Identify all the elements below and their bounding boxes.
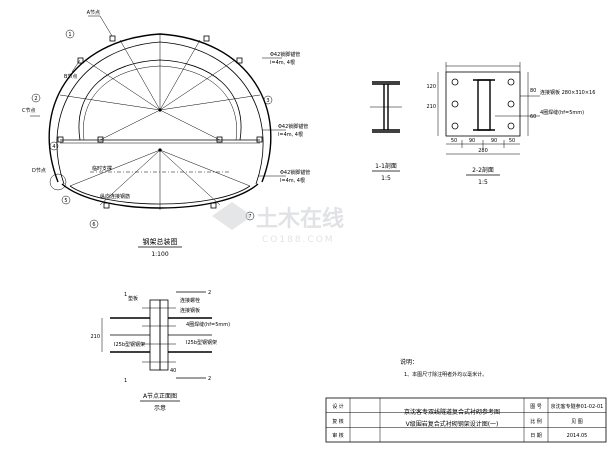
tb-drawing-no-label: 图 号 [530, 404, 542, 410]
dim-total: 280 [478, 148, 488, 154]
a-node-detail: 2 2 1 1 210 垫板 连接螺栓 连接钢板 I25b型钢钢架 4圈焊缝(h… [90, 290, 230, 412]
arch-center-point [158, 108, 162, 112]
rebar-note-3b: l=4m, 4根 [280, 177, 305, 184]
node-markers [57, 35, 263, 209]
beam-section [477, 79, 491, 131]
part-number-3: 3 [266, 98, 269, 104]
detail-label-weld: 4圈焊缝(hf=5mm) [186, 321, 230, 328]
notes-line-1: 1、本图尺寸除注明者外均以毫米计。 [404, 371, 487, 378]
detail-dim-210: 210 [90, 334, 100, 340]
dim-h3: 80 [530, 88, 536, 94]
detail-label-pad: 垫板 [128, 295, 138, 302]
tb-date-label: 日 期 [530, 433, 542, 439]
part-number-4: 4 [52, 144, 55, 150]
tb-scale: 见 图 [571, 419, 583, 425]
notes-heading: 说明： [400, 358, 418, 366]
dim-w3: 90 [491, 138, 497, 144]
part-number-2: 2 [34, 96, 37, 102]
dim-h2: 210 [426, 104, 436, 110]
node-label-c: C节点 [22, 108, 36, 114]
part-number-6: 6 [92, 222, 95, 228]
part-number-5: 5 [64, 198, 67, 204]
bolt-holes [451, 78, 515, 130]
rebar-note-3: Φ42锁脚锚管 [280, 169, 310, 176]
main-view-scale: 1:100 [151, 251, 168, 258]
bottom-rebar-note: 纵向连接钢筋 [100, 193, 130, 200]
weld-note: 4圈焊缝(hf=5mm) [540, 109, 584, 116]
detail-label-beam-right: I25b型钢钢架 [186, 339, 217, 346]
section-mark-1b: 1 [124, 378, 127, 384]
detail-scale: 示意 [154, 404, 166, 412]
detail-dim-40: 40 [170, 368, 176, 374]
dim-h4: 60 [530, 114, 536, 120]
detail-label-bolt: 连接螺栓 [180, 297, 200, 304]
part-number-circles: 1 2 3 4 5 6 7 [31, 29, 273, 229]
notes: 说明： 1、本图尺寸除注明者外均以毫米计。 [400, 358, 487, 378]
section-mark-1a: 1 [124, 292, 127, 298]
dim-w2: 90 [469, 138, 475, 144]
main-view-title: 钢架总装图 [143, 237, 178, 246]
part-number-1: 1 [68, 32, 71, 38]
section-2-2-title: 2-2剖面 [472, 166, 494, 174]
section-1-1-title: 1-1剖面 [375, 162, 397, 170]
leader-b [71, 59, 81, 73]
section-mark-2b: 2 [208, 376, 211, 382]
rebar-note-1b: l=4m, 4根 [270, 59, 295, 66]
watermark-logo-icon [212, 202, 252, 230]
steel-arch-assembly-view: A节点 B节点 C节点 D节点 Φ42锁脚锚管 l=4m, 4根 Φ42锁脚锚管… [22, 10, 310, 258]
dim-w1: 50 [451, 138, 457, 144]
detail-title: A节点正面图 [143, 392, 177, 400]
invert-center-point [158, 148, 162, 152]
node-label-a: A节点 [87, 10, 100, 16]
detail-label-beam-left: I25b型钢钢架 [114, 341, 145, 348]
connection-plate-outline [445, 71, 521, 137]
node-label-b: B节点 [64, 74, 77, 80]
section-1-1: 1-1剖面 1:5 [370, 81, 402, 182]
detail-bolts [142, 307, 176, 363]
inner-support-note: 临时支撑 [92, 165, 112, 172]
detail-plate-left [149, 299, 161, 371]
tb-design-label: 设 计 [332, 403, 344, 410]
node-label-d: D节点 [32, 168, 46, 174]
tb-scale-label: 比 例 [530, 418, 542, 425]
rebar-note-2: Φ42锁脚锚管 [278, 123, 308, 130]
detail-label-plate: 连接钢板 [180, 307, 200, 314]
watermark-en: CO188.COM [262, 235, 335, 245]
dim-w4: 50 [509, 138, 515, 144]
title-block-frame [325, 397, 607, 443]
detail-callout-circle [49, 173, 67, 191]
rebar-note-2b: l=4m, 4根 [278, 131, 303, 138]
plate-note: 连接钢板 280×310×16 [540, 89, 595, 96]
leader-a [99, 15, 113, 37]
watermark-cn: 土木在线 [256, 206, 344, 232]
tb-check-label: 复 核 [332, 418, 344, 425]
tb-date: 2014.05 [567, 433, 588, 439]
watermark: 土木在线 CO188.COM [212, 202, 344, 245]
radial-lines [59, 34, 261, 210]
section-1-1-scale: 1:5 [381, 175, 391, 182]
section-2-2-scale: 1:5 [478, 179, 488, 186]
rebar-note-1: Φ42锁脚锚管 [270, 51, 300, 58]
dim-h1: 120 [426, 84, 436, 90]
detail-plate-right [159, 299, 169, 371]
tb-title-line-1: 京沈客专双线隧道复合式衬砌参考图 [404, 408, 500, 416]
title-block: 设 计 复 核 审 核 京沈客专双线隧道复合式衬砌参考图 Ⅴ级围岩复合式衬砌钢架… [325, 397, 607, 443]
section-2-2: 50 90 90 50 280 120 210 80 60 连接钢板 280×3… [426, 62, 595, 186]
tb-drawing-no: 京沈客专隧参01-02-01 [551, 403, 604, 410]
tb-review-label: 审 核 [332, 432, 344, 439]
section-mark-2a: 2 [208, 290, 211, 296]
tb-title-line-2: Ⅴ级围岩复合式衬砌钢架设计图(一) [406, 420, 499, 428]
